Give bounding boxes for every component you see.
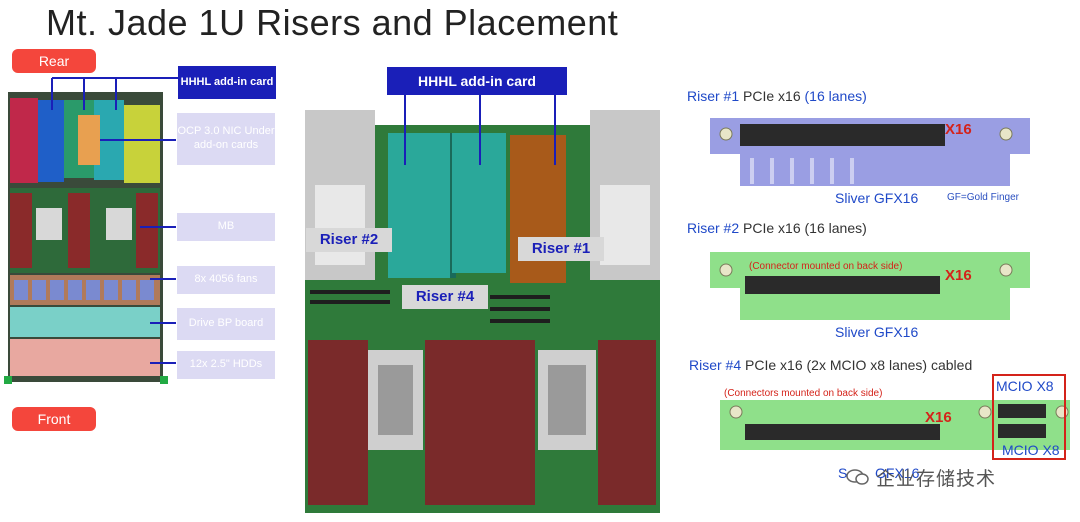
x16-connector-2: [745, 276, 940, 294]
dimm-bank-center: [425, 340, 535, 505]
x16-connector-1: [740, 124, 945, 146]
riser-4-board: [720, 400, 1070, 450]
hhhl-center-callout: HHHL add-in card: [387, 67, 567, 95]
riser-2-name: Riser #2: [687, 220, 740, 236]
riser-4-finger-partial: S: [838, 465, 848, 481]
riser-2-finger: Sliver GFX16: [835, 324, 919, 340]
dimm-bank-left: [308, 340, 368, 505]
page-title: Mt. Jade 1U Risers and Placement: [46, 2, 619, 43]
rear-label: Rear: [12, 49, 96, 73]
server-top-view: [4, 77, 178, 384]
ocp-callout: OCP 3.0 NIC Under add-on cards: [177, 113, 275, 165]
watermark-text: 企业存储技术: [876, 469, 997, 490]
riser-1-finger: Sliver GFX16: [835, 190, 919, 206]
cpu-socket-right: [106, 208, 132, 240]
riser-card-blue: [38, 100, 64, 182]
riser-4-label: Riser #4: [402, 285, 488, 309]
riser-1-board: [710, 118, 1030, 186]
fans-callout: 8x 4056 fans: [177, 266, 275, 294]
drive-bp-callout: Drive BP board: [177, 308, 275, 340]
hdds-callout: 12x 2.5" HDDs: [177, 351, 275, 379]
riser-card-yellow: [124, 105, 160, 183]
riser-4-note: (Connectors mounted on back side): [724, 388, 883, 399]
mcio-connector-bottom: [998, 424, 1046, 438]
riser-1-label: Riser #1: [518, 237, 604, 261]
riser-4-heading: Riser #4 PCIe x16 (2x MCIO x8 lanes) cab…: [689, 357, 972, 373]
riser-1-spec: PCIe x16: [739, 88, 805, 104]
riser-1-lanes: (16 lanes): [804, 88, 867, 104]
wechat-icon: [846, 468, 870, 486]
riser-4-name: Riser #4: [689, 357, 742, 373]
riser-1-name: Riser #1: [687, 88, 740, 104]
motherboard-top-view: [300, 95, 670, 515]
riser-2-x16: X16: [945, 267, 972, 284]
riser-4-spec: PCIe x16 (2x MCIO x8 lanes) cabled: [741, 357, 973, 373]
riser-2-card: [388, 133, 450, 278]
cpu-socket-left: [36, 208, 62, 240]
riser-2-label: Riser #2: [306, 228, 392, 252]
riser-4-x16: X16: [925, 409, 952, 426]
hdd-bay: [10, 339, 160, 376]
mcio-highlight-box: [992, 374, 1066, 460]
dimm-bank-right: [598, 340, 656, 505]
riser-4-finger-tail: GFX16: [875, 465, 920, 481]
hhhl-callout: HHHL add-in card: [178, 66, 276, 99]
front-label: Front: [12, 407, 96, 431]
drive-bp-board: [10, 307, 160, 337]
ocp-card: [78, 115, 100, 165]
riser-1-x16: X16: [945, 121, 972, 138]
riser-2-board: [710, 252, 1030, 320]
riser-2-note: (Connector mounted on back side): [749, 261, 903, 272]
mcio-connector-top: [998, 404, 1046, 418]
riser-2-spec: PCIe x16 (16 lanes): [739, 220, 867, 236]
riser-card-red: [10, 98, 38, 183]
riser-2-heading: Riser #2 PCIe x16 (16 lanes): [687, 220, 867, 236]
mb-callout: MB: [177, 213, 275, 241]
x16-connector-4: [745, 424, 940, 440]
mcio-top-label: MCIO X8: [996, 378, 1054, 394]
mcio-bottom-label: MCIO X8: [1002, 442, 1060, 458]
gold-finger-note: GF=Gold Finger: [947, 192, 1019, 203]
riser-1-heading: Riser #1 PCIe x16 (16 lanes): [687, 88, 867, 104]
